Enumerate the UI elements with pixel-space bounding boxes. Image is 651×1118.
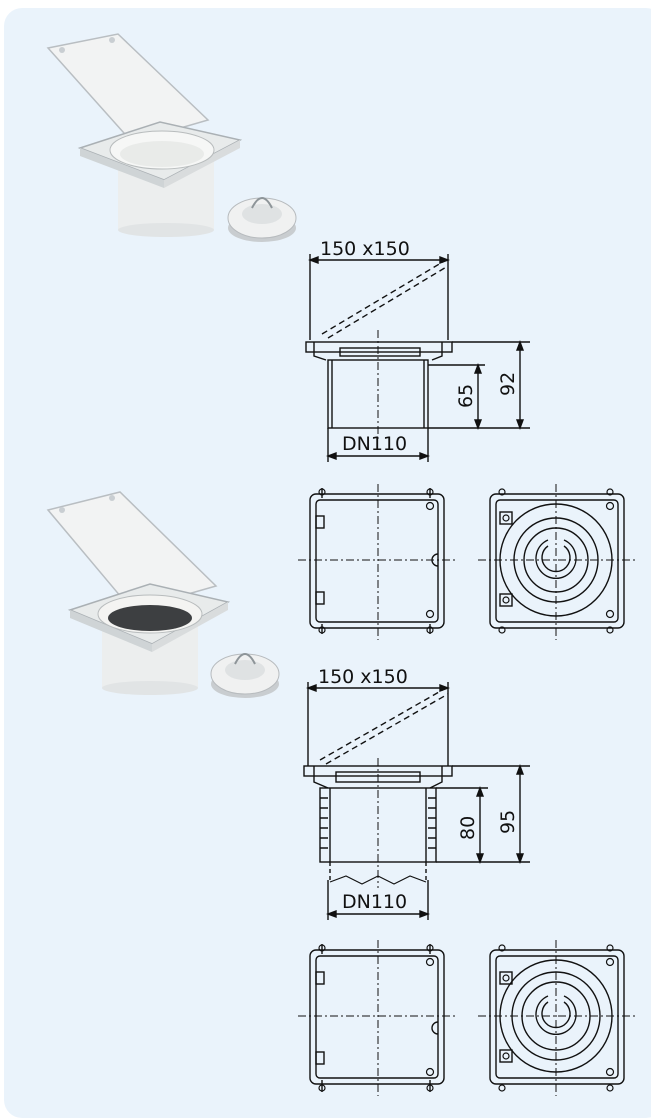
top-view-open-2 xyxy=(478,940,638,1096)
dim-outer-height-label-1: 92 xyxy=(497,372,519,396)
dim-outer-height-label-2: 95 xyxy=(497,810,519,834)
top-view-closed-2 xyxy=(298,940,458,1096)
product-photo-drain-2 xyxy=(46,491,280,698)
top-view-closed-1 xyxy=(298,484,458,640)
product-photo-drain-1 xyxy=(46,33,297,242)
dim-inner-height-label-2: 80 xyxy=(457,816,479,840)
dim-pipe-label-2: DN110 xyxy=(342,891,407,913)
dim-top-label-2: 150 x150 xyxy=(318,666,408,688)
dim-top-label-1: 150 x150 xyxy=(320,238,410,260)
top-view-open-1 xyxy=(478,484,638,640)
side-view-drawing-2: 150 x150 80 95 DN110 xyxy=(303,666,530,920)
dim-inner-height-label-1: 65 xyxy=(455,384,477,408)
dim-pipe-label-1: DN110 xyxy=(342,433,407,455)
side-view-drawing-1: 150 x150 65 92 DN110 xyxy=(305,238,530,462)
